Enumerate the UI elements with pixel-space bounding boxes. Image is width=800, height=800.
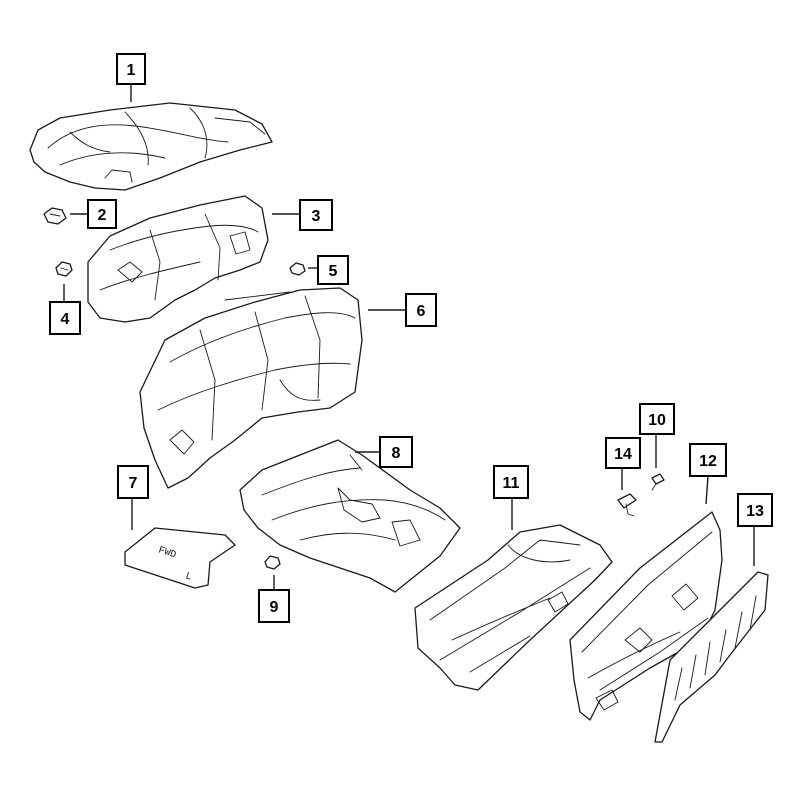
callout-14: 14 bbox=[605, 437, 641, 469]
callout-11-label: 11 bbox=[503, 475, 520, 492]
callout-6-label: 6 bbox=[417, 303, 426, 320]
callout-14-label: 14 bbox=[614, 446, 632, 463]
leader-12 bbox=[705, 475, 709, 505]
callout-7: 7 bbox=[117, 465, 149, 499]
part-3-dash-silencer-upper bbox=[87, 195, 269, 323]
part-11-rear-floor-silencer bbox=[414, 524, 613, 691]
callout-5: 5 bbox=[317, 255, 349, 285]
fastener-2-push-pin bbox=[43, 207, 67, 225]
callout-1-label: 1 bbox=[127, 62, 136, 79]
callout-10-label: 10 bbox=[648, 412, 666, 429]
callout-5-label: 5 bbox=[329, 263, 338, 280]
callout-12-label: 12 bbox=[699, 453, 717, 470]
part-7-mat: FWD L bbox=[124, 527, 236, 589]
callout-6: 6 bbox=[405, 293, 437, 327]
fastener-9-push-pin bbox=[264, 555, 281, 570]
callout-3-label: 3 bbox=[312, 208, 321, 225]
callout-9: 9 bbox=[258, 589, 290, 623]
callout-13: 13 bbox=[737, 493, 773, 527]
callout-4-label: 4 bbox=[61, 311, 70, 328]
part-13-rear-wall-silencer bbox=[654, 571, 769, 743]
fastener-4-push-pin bbox=[55, 261, 73, 277]
mat-fwd-label: FWD bbox=[157, 545, 178, 561]
fastener-10-screw bbox=[651, 473, 665, 491]
callout-12: 12 bbox=[689, 443, 727, 477]
callout-4: 4 bbox=[49, 301, 81, 335]
callout-2-label: 2 bbox=[98, 207, 107, 224]
callout-8-label: 8 bbox=[392, 445, 401, 462]
part-1-hood-silencer bbox=[29, 102, 273, 191]
callout-10: 10 bbox=[639, 403, 675, 435]
callout-7-label: 7 bbox=[129, 475, 138, 492]
callout-13-label: 13 bbox=[746, 503, 764, 520]
leader-lines bbox=[63, 84, 755, 590]
callout-3: 3 bbox=[299, 199, 333, 231]
callout-9-label: 9 bbox=[270, 599, 279, 616]
fastener-14-bolt bbox=[617, 493, 637, 517]
part-8-front-floor-silencer bbox=[239, 439, 461, 593]
callout-8: 8 bbox=[379, 436, 413, 468]
callout-11: 11 bbox=[493, 465, 529, 499]
part-6-dash-silencer-main bbox=[139, 287, 363, 489]
fastener-5-push-pin bbox=[289, 262, 306, 276]
mat-side-label: L bbox=[184, 571, 193, 583]
callout-1: 1 bbox=[116, 53, 146, 85]
callout-2: 2 bbox=[87, 199, 117, 229]
